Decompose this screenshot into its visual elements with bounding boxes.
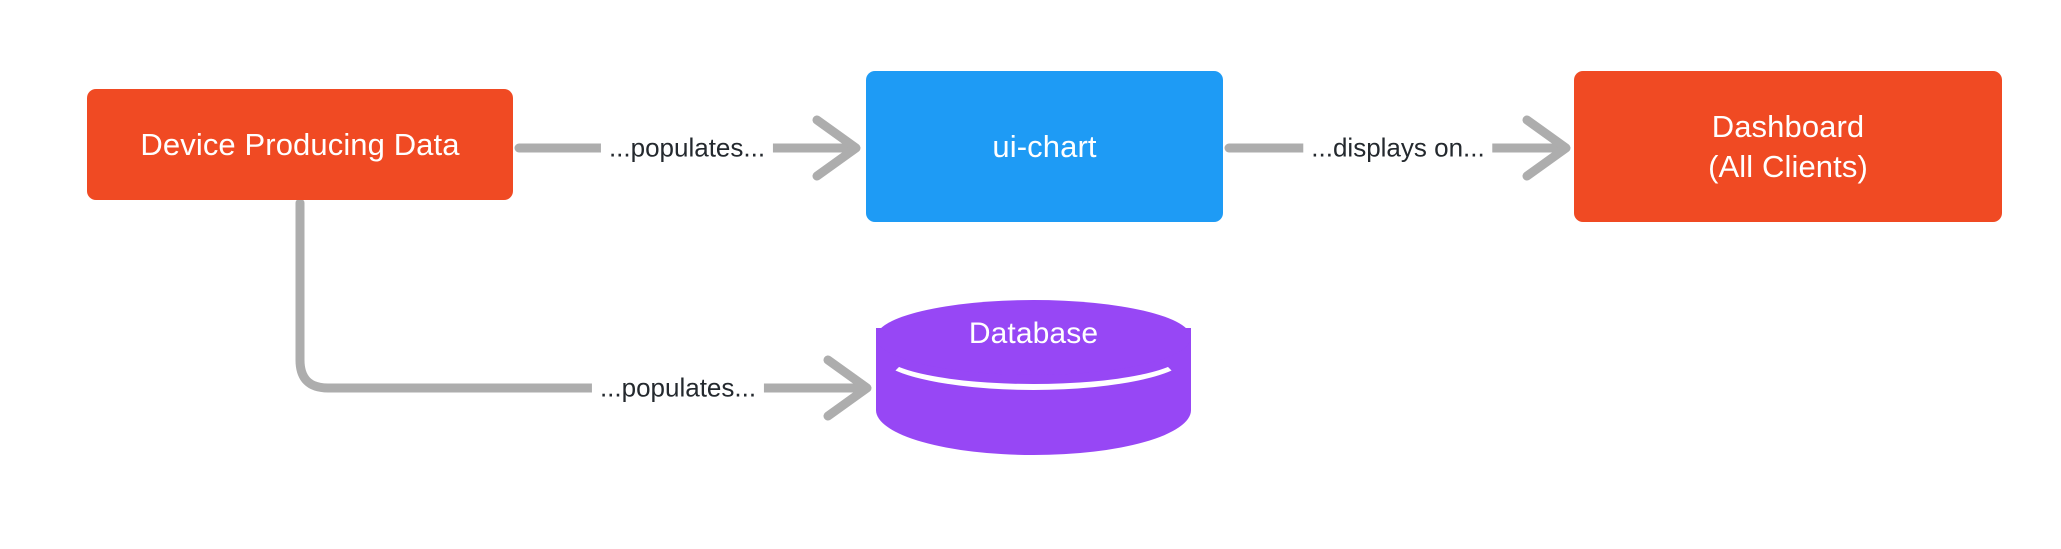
edge-label-device-to-uichart: ...populates... xyxy=(600,130,774,166)
node-device-producing-data-label: Device Producing Data xyxy=(140,126,460,162)
arrowhead-open-v-device-to-uichart xyxy=(812,115,861,181)
node-database-label-wrapper: Database xyxy=(876,300,1191,368)
node-dashboard[interactable]: Dashboard (All Clients) xyxy=(1574,71,2002,222)
edge-label-device-to-database: ...populates... xyxy=(591,370,765,406)
edge-path-device-to-database xyxy=(295,198,867,393)
node-device-producing-data[interactable]: Device Producing Data xyxy=(87,89,513,200)
node-database-label: Database xyxy=(968,316,1099,350)
node-database-cylinder[interactable]: Database xyxy=(876,300,1191,455)
arrowhead-open-v-uichart-to-dashboard xyxy=(1522,115,1571,181)
database-cylinder-top-ellipse xyxy=(876,300,1191,375)
edge-device-to-database xyxy=(295,198,872,421)
arrowhead-open-v-device-to-database xyxy=(823,355,872,421)
edge-label-uichart-to-dashboard: ...displays on... xyxy=(1303,130,1493,166)
node-ui-chart[interactable]: ui-chart xyxy=(866,71,1223,222)
node-dashboard-label: Dashboard (All Clients) xyxy=(1708,108,1868,184)
node-ui-chart-label: ui-chart xyxy=(992,128,1097,164)
